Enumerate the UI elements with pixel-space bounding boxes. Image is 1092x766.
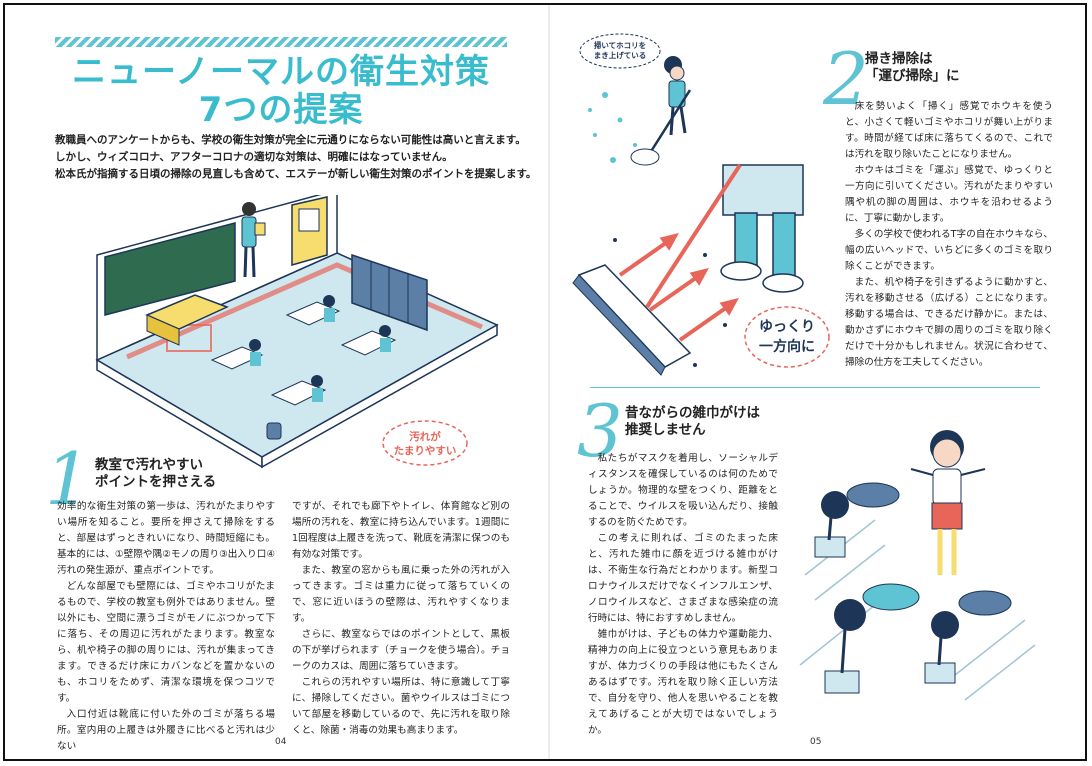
section-1-paragraph-3: 入口付近は靴底に付いた外のゴミが落ちる場所。室内用の上履きは外履きに比べると汚れ…	[57, 709, 275, 752]
section-1-column-2: ですが、それでも廊下やトイレ、体育館など別の場所の汚れを、教室に持ち込んでいます…	[292, 499, 510, 739]
slow-callout-bubble	[744, 306, 830, 368]
door-window	[298, 208, 320, 232]
section-3-paragraph-1: 私たちがマスクを着用し、ソーシャルディスタンスを確保しているのは何のためでしょう…	[588, 453, 778, 528]
section-3-body: 私たちがマスクを着用し、ソーシャルディスタンスを確保しているのは何のためでしょう…	[588, 451, 778, 739]
section-divider	[590, 387, 1040, 388]
section-1-paragraph-1: 効率的な衛生対策の第一歩は、汚れがたまりやすい場所を知ること。要所を押さえて掃除…	[57, 501, 275, 576]
page-title: ニューノーマルの衛生対策 7つの提案	[55, 53, 507, 129]
section-3-paragraph-2: この考えに則れば、ゴミのたまった床と、汚れた雑巾に顔を近づける雑巾がけは、不衛生…	[588, 533, 778, 624]
crawling-kid-2	[824, 583, 920, 694]
section-3-paragraph-3: 雑巾がけは、子どもの体力や運動能力、精神力の向上に役立つという意見もありますが、…	[588, 629, 778, 736]
small-kid-sweeping	[630, 56, 692, 166]
dirty-callout-line-2: たまりやすい	[394, 445, 457, 457]
title-stripe	[55, 37, 507, 47]
section-1-heading-line-2: ポイントを押さえる	[95, 474, 217, 490]
blackboard	[104, 222, 236, 316]
page-number-right: 05	[810, 737, 822, 747]
title-line-2: 7つの提案	[198, 90, 364, 130]
section-3-heading: 昔ながらの雑巾がけは 推奨しません	[625, 405, 760, 439]
section-2-paragraph-1: 床を勢いよく「掃く」感覚でホウキを使うと、小さくて軽いゴミやホコリが舞い上がりま…	[845, 101, 1053, 160]
magazine-spread: ニューノーマルの衛生対策 7つの提案 教職員へのアンケートからも、学校の衛生対策…	[3, 3, 1087, 761]
sweeping-illustration: 掃いてホコリを まき上げている	[572, 33, 830, 376]
dirty-callout-bubble	[382, 420, 468, 466]
section-3-heading-line-2: 推奨しません	[625, 422, 706, 438]
section-3-heading-line-1: 昔ながらの雑巾がけは	[625, 405, 760, 421]
section-2-paragraph-4: また、机や椅子を引きずるように動かすと、汚れを移動させる（広げる）ことになります…	[845, 277, 1053, 368]
section-1-heading: 教室で汚れやすい ポイントを押さえる	[95, 457, 216, 491]
t-broom	[572, 163, 742, 376]
title-line-1: ニューノーマルの衛生対策	[72, 52, 490, 92]
slow-callout-line-2: 一方向に	[759, 338, 815, 355]
section-1-paragraph-4: ですが、それでも廊下やトイレ、体育館など別の場所の汚れを、教室に持ち込んでいます…	[292, 501, 510, 560]
section-2-heading-line-1: 掃き掃除は	[865, 51, 933, 67]
section-2-body: 床を勢いよく「掃く」感覚でホウキを使うと、小さくて軽いゴミやホコリが舞い上がりま…	[845, 99, 1053, 371]
sweep-speech-bubble	[579, 33, 661, 69]
sweep-bubble-line-1: 掃いてホコリを	[594, 40, 646, 50]
section-1-paragraph-7: これらの汚れやすい場所は、特に意識して丁寧に、掃除してください。菌やウイルスはゴ…	[292, 677, 510, 736]
big-legs	[720, 164, 804, 293]
intro-line-2: しかし、ウィズコロナ、アフターコロナの適切な対策は、明確にはなっていません。	[55, 151, 453, 163]
floor-wiping-illustration	[799, 430, 1036, 701]
section-1-paragraph-6: さらに、教室ならではのポイントとして、黒板の下が挙げられます（チョークを使う場合…	[292, 629, 510, 672]
section-1-column-1: 効率的な衛生対策の第一歩は、汚れがたまりやすい場所を知ること。要所を押さえて掃除…	[57, 499, 275, 755]
intro-line-3: 松本氏が指摘する日頃の掃除の見直しも含めて、エステーが新しい衛生対策のポイントを…	[55, 168, 537, 180]
section-1-paragraph-2: どんな部屋でも壁際には、ゴミやホコリがたまるもので、学校の教室も例外ではありませ…	[57, 581, 275, 704]
direction-arrows	[618, 232, 739, 342]
section-1-number: 1	[45, 437, 91, 521]
dust-particles	[588, 92, 637, 163]
section-2-number: 2	[823, 37, 869, 121]
standing-girl	[910, 430, 986, 575]
crawling-kid-3	[924, 590, 1012, 684]
school-bag	[266, 422, 282, 440]
sweep-bubble-line-2: まき上げている	[594, 50, 647, 60]
page-number-left: 04	[275, 737, 287, 747]
section-2-paragraph-3: 多くの学校で使われるT字の自在ホウキなら、幅の広いヘッドで、いちどに多くのゴミを…	[845, 229, 1053, 272]
lockers	[351, 253, 428, 332]
slow-callout-line-1: ゆっくり	[759, 319, 815, 335]
classroom-illustration: 汚れが たまりやすい	[95, 195, 499, 469]
section-3-number: 3	[577, 389, 623, 473]
intro-text: 教職員へのアンケートからも、学校の衛生対策が完全に元通りにならない可能性は高いと…	[55, 132, 537, 183]
student-desks	[210, 301, 397, 406]
students	[249, 295, 391, 402]
dirty-wall-edge	[125, 262, 483, 360]
crawling-kid-1	[814, 482, 900, 558]
teacher-figure	[241, 202, 266, 278]
section-1-heading-line-1: 教室で汚れやすい	[95, 457, 203, 473]
section-2-paragraph-2: ホウキはゴミを「運ぶ」感覚で、ゆっくりと一方向に引いてください。汚れがたまりやす…	[845, 165, 1053, 224]
floor-edge-right	[261, 323, 498, 469]
section-2-heading: 掃き掃除は 「運び掃除」に	[865, 51, 960, 85]
teacher-desk	[145, 294, 229, 346]
intro-line-1: 教職員へのアンケートからも、学校の衛生対策が完全に元通りにならない可能性は高いと…	[55, 134, 526, 146]
dirty-callout-line-1: 汚れが	[409, 430, 441, 443]
section-1-paragraph-5: また、教室の窓からも風に乗った外の汚れが入ってきます。ゴミは重力に従って落ちてい…	[292, 565, 510, 624]
section-2-heading-line-2: 「運び掃除」に	[865, 68, 960, 84]
page-spine	[548, 5, 550, 759]
